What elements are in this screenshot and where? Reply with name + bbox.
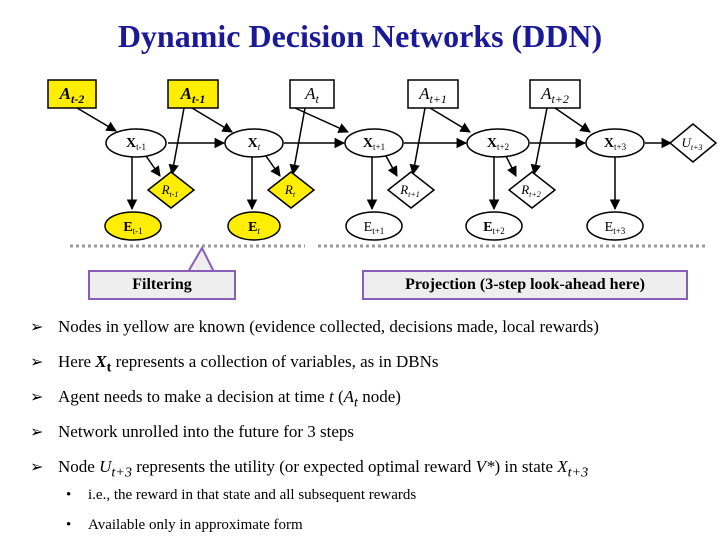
- edge-a3-r2: [289, 107, 306, 176]
- action-node-t-1: At-1: [167, 79, 219, 109]
- edge-a5-x5: [554, 107, 591, 133]
- bullet-item: ➢Network unrolled into the future for 3 …: [30, 422, 355, 441]
- arrow-bullet-icon: ➢: [30, 457, 44, 476]
- page-title: Dynamic Decision Networks (DDN): [117, 18, 603, 54]
- edge-x4-r4: [505, 155, 517, 177]
- svg-text:At+2: At+2: [540, 84, 569, 106]
- reward-node-t: Rt: [266, 171, 316, 209]
- svg-text:Xt: Xt: [248, 136, 261, 152]
- evidence-node-t: Et: [227, 211, 281, 241]
- evidence-node-t+1: Et+1: [345, 211, 403, 241]
- bullet-item: ➢Agent needs to make a decision at time …: [30, 387, 401, 411]
- edge-x2-r2: [265, 155, 281, 177]
- state-node-t+3: Xt+3: [585, 128, 645, 158]
- reward-node-t-1: Rt-1: [146, 171, 196, 209]
- evidence-node-t+3: Et+3: [586, 211, 644, 241]
- edge-a2-r1: [168, 107, 185, 176]
- arrow-bullet-icon: ➢: [30, 387, 44, 406]
- arrow-bullet-icon: ➢: [30, 352, 44, 371]
- edge-a1-x1: [71, 104, 117, 132]
- arrow-bullet-icon: ➢: [30, 422, 44, 441]
- svg-text:Et-1: Et-1: [123, 220, 142, 236]
- state-node-t+2: Xt+2: [466, 128, 530, 158]
- dot-bullet-icon: •: [66, 517, 72, 533]
- svg-text:Et: Et: [248, 220, 260, 236]
- svg-text:Xt+3: Xt+3: [604, 136, 627, 152]
- action-node-t: At: [289, 79, 335, 109]
- sub-bullet-item: •Available only in approximate form: [66, 517, 303, 533]
- svg-text:Et+1: Et+1: [364, 220, 385, 236]
- svg-text:Xt-1: Xt-1: [126, 136, 146, 152]
- bullet-item: ➢Here Xt represents a collection of vari…: [30, 352, 439, 376]
- edge-a2-x2: [191, 107, 233, 133]
- svg-text:At+1: At+1: [418, 84, 447, 106]
- bullet-item: ➢Nodes in yellow are known (evidence col…: [30, 317, 599, 336]
- utility-node-t+3: Ut+3: [668, 123, 718, 163]
- state-node-t: Xt: [224, 128, 284, 158]
- svg-text:Et+2: Et+2: [483, 220, 504, 236]
- state-node-t+1: Xt+1: [344, 128, 404, 158]
- action-node-t+1: At+1: [407, 79, 459, 109]
- reward-node-t+1: Rt+1: [386, 171, 436, 209]
- svg-text:At-1: At-1: [180, 84, 206, 106]
- svg-text:Xt+1: Xt+1: [363, 136, 385, 152]
- dot-bullet-icon: •: [66, 487, 72, 503]
- edge-a4-x4: [429, 107, 471, 133]
- svg-text:At-2: At-2: [59, 84, 85, 106]
- filtering-pointer: [186, 245, 216, 273]
- action-node-t+2: At+2: [529, 79, 581, 109]
- ddn-diagram: At-2 At-1 At At+1 At+2 Xt-1 Xt Xt+1 Xt+2…: [47, 79, 718, 273]
- reward-node-t+2: Rt+2: [507, 171, 557, 209]
- svg-text:Ut+3: Ut+3: [681, 135, 702, 152]
- arrow-bullet-icon: ➢: [30, 317, 44, 336]
- evidence-node-t+2: Et+2: [465, 211, 523, 241]
- svg-text:Rt+1: Rt+1: [399, 182, 420, 199]
- edge-a4-r3: [409, 107, 426, 176]
- filtering-label: Filtering: [88, 270, 236, 300]
- edge-x1-r1: [145, 155, 161, 177]
- projection-label: Projection (3-step look-ahead here): [362, 270, 688, 300]
- svg-text:Rt-1: Rt-1: [161, 182, 179, 199]
- sub-bullet-item: •i.e., the reward in that state and all …: [66, 487, 417, 503]
- svg-text:Rt+2: Rt+2: [520, 182, 541, 199]
- edge-x3-r3: [385, 155, 398, 177]
- svg-text:At: At: [304, 84, 319, 106]
- state-node-t-1: Xt-1: [105, 128, 167, 158]
- bullet-item: ➢Node Ut+3 represents the utility (or ex…: [30, 457, 589, 481]
- action-node-t-2: At-2: [47, 79, 97, 109]
- evidence-node-t-1: Et-1: [104, 211, 162, 241]
- svg-text:Xt+2: Xt+2: [487, 136, 509, 152]
- svg-text:Et+3: Et+3: [605, 220, 626, 236]
- svg-text:Rt: Rt: [284, 182, 296, 199]
- edge-a5-r4: [530, 107, 548, 176]
